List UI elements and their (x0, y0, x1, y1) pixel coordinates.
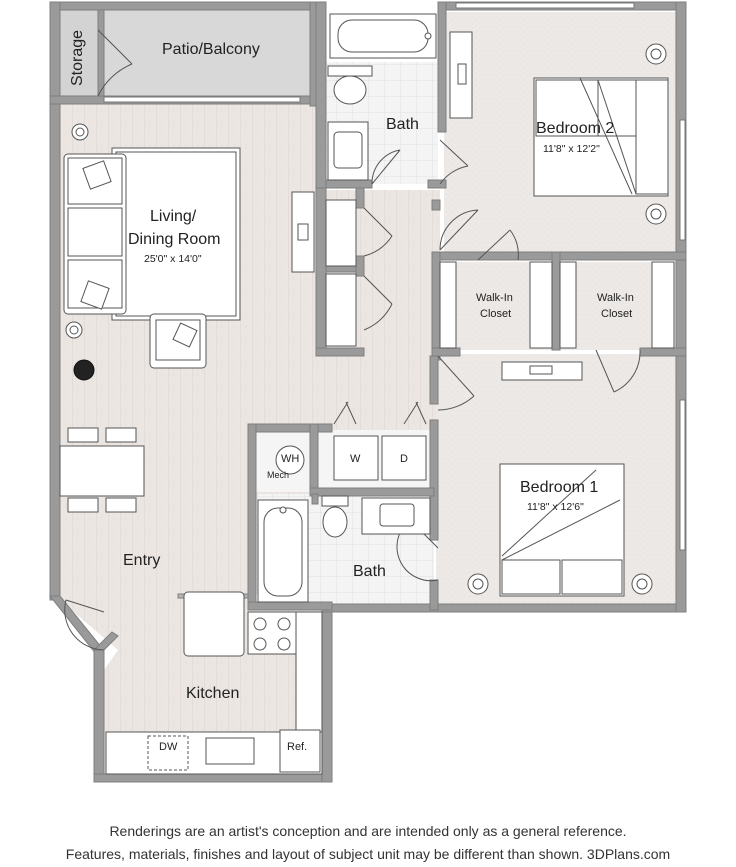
toilet-top (333, 75, 367, 105)
dw-label: DW (159, 741, 178, 753)
entry-label: Entry (123, 552, 161, 569)
washer (333, 435, 379, 481)
refrigerator (279, 729, 321, 773)
walkin-right-line1: Walk-In (597, 292, 634, 304)
bedroom2-dims: 11'8" x 12'2" (543, 143, 600, 155)
sink (205, 737, 255, 765)
walkin-left-line1: Walk-In (476, 292, 513, 304)
wh-label: WH (281, 453, 300, 465)
storage-label: Storage (69, 29, 86, 87)
patio-floor (104, 10, 310, 96)
toilet-bottom (322, 506, 348, 538)
dryer-label: D (400, 453, 408, 465)
rug (111, 147, 241, 321)
dining-table (59, 445, 145, 497)
water-heater (275, 445, 305, 475)
living-dims: 25'0" x 14'0" (144, 253, 202, 265)
walkin-right-line2: Closet (601, 308, 633, 320)
bath-top-label: Bath (386, 116, 419, 133)
fixtures (59, 13, 675, 775)
doors (64, 29, 641, 651)
bedroom1-dims: 11'8" x 12'6" (527, 501, 584, 513)
bath-bottom-label: Bath (353, 563, 386, 580)
dishwasher (147, 735, 189, 771)
windows (103, 2, 686, 551)
kitchen-island (183, 591, 245, 657)
disclaimer-line1: Renderings are an artist's conception an… (109, 823, 627, 839)
disclaimer-line2: Features, materials, finishes and layout… (65, 846, 671, 862)
living-label-line1: Living/ (150, 208, 197, 225)
bedroom2-label: Bedroom 2 (536, 120, 615, 137)
ref-label: Ref. (287, 741, 308, 753)
dryer (381, 435, 427, 481)
kitchen-label: Kitchen (186, 685, 240, 702)
washer-label: W (350, 453, 361, 465)
living-label-line2: Dining Room (128, 231, 221, 248)
mech-label: Mech (267, 470, 290, 480)
storage-floor (60, 10, 104, 96)
patio-label: Patio/Balcony (162, 41, 260, 58)
walkin-left-line2: Closet (480, 308, 512, 320)
plant (73, 359, 95, 381)
bedroom1-label: Bedroom 1 (520, 479, 599, 496)
